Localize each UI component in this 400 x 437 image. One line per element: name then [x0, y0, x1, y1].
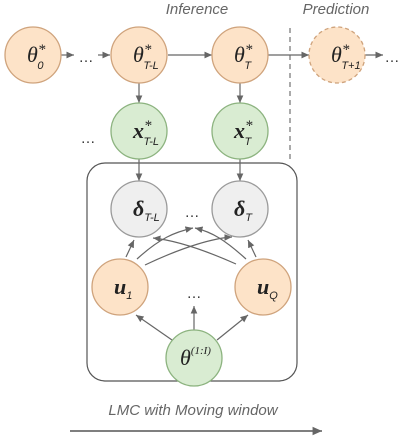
node-label-thetaT: θ*T: [234, 42, 253, 72]
edge-thetaAll-uQ: [216, 314, 249, 341]
ellipsis-u-row: …: [187, 285, 202, 302]
node-circle-u1: [91, 258, 149, 316]
node-xT: x*T: [211, 102, 269, 160]
ellipsis-delta-row: …: [185, 204, 200, 221]
node-circle-xTL: [110, 102, 168, 160]
node-circle-xT: [211, 102, 269, 160]
node-uQ: uQ: [234, 258, 292, 316]
node-label-thetaAll: θ(1:I): [180, 345, 211, 370]
edges: [60, 51, 383, 341]
inference-label: Inference: [166, 1, 229, 18]
node-circle-deltaTL: [110, 180, 168, 238]
edge-u1-deltaTL: [125, 239, 135, 258]
node-thetaAll: θ(1:I): [165, 329, 223, 387]
node-xTL: x*T-L: [110, 102, 168, 160]
node-circle-thetaAll: [165, 329, 223, 387]
node-label-deltaTL: δT-L: [133, 196, 160, 224]
node-circle-deltaT: [211, 180, 269, 238]
node-label-thetaTL: θ*T-L: [133, 42, 159, 72]
edge-thetaAll-u1: [135, 314, 173, 341]
node-label-xT: x*T: [233, 118, 253, 148]
ellipsis-top-right: …: [385, 49, 400, 66]
edge-u1-dots: [136, 226, 194, 260]
edge-uQ-deltaTL: [152, 235, 237, 265]
node-circle-thetaTL: [110, 26, 168, 84]
node-deltaT: δT: [211, 180, 269, 238]
node-label-theta0: θ*0: [27, 42, 46, 72]
node-circle-thetaT1: [308, 26, 366, 84]
node-label-thetaT1: θ*T+1: [331, 42, 361, 72]
edge-u1-deltaT: [144, 234, 233, 266]
ellipsis-top-left: …: [79, 49, 94, 66]
node-label-xTL: x*T-L: [132, 118, 159, 148]
node-label-deltaT: δT: [234, 196, 253, 224]
node-deltaTL: δT-L: [110, 180, 168, 238]
node-label-uQ: uQ: [257, 274, 278, 302]
node-label-u1: u1: [114, 274, 132, 302]
node-thetaTL: θ*T-L: [110, 26, 168, 84]
node-theta0: θ*0: [4, 26, 62, 84]
node-thetaT1: θ*T+1: [308, 26, 366, 84]
node-circle-theta0: [4, 26, 62, 84]
node-thetaT: θ*T: [211, 26, 269, 84]
edge-uQ-deltaT: [247, 239, 257, 258]
node-circle-uQ: [234, 258, 292, 316]
node-circle-thetaT: [211, 26, 269, 84]
nodes: θ*0 θ*T-L θ*T θ*T+1 x*T-L x*T δT-L δT u1 uQ θ(1:I): [4, 26, 366, 387]
edge-uQ-dots: [194, 226, 247, 260]
caption: LMC with Moving window: [108, 402, 278, 419]
node-u1: u1: [91, 258, 149, 316]
prediction-label: Prediction: [303, 1, 370, 18]
ellipsis-x-row: …: [81, 130, 96, 147]
